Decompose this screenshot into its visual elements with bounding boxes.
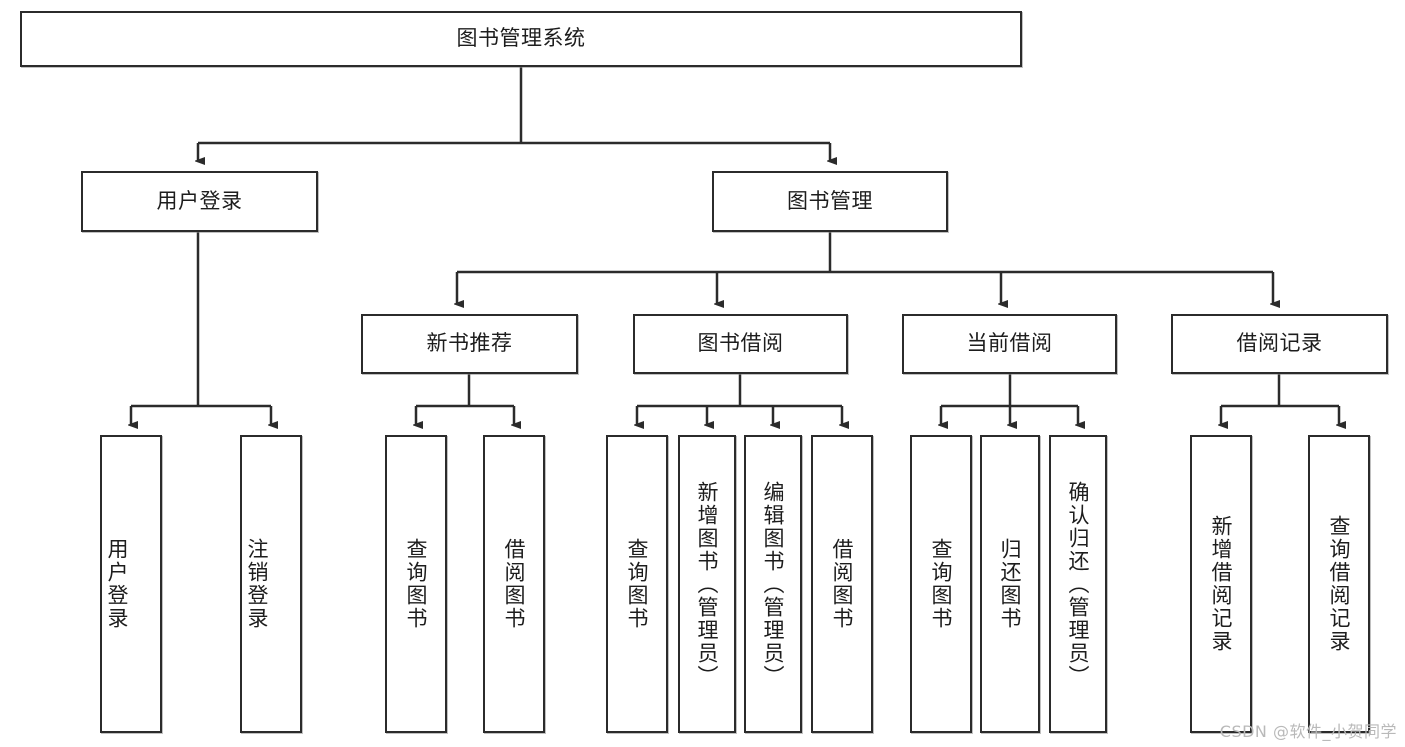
node-label: 用户登录: [156, 188, 243, 213]
node-book-borrow[interactable]: 图书借阅: [633, 314, 848, 374]
leaf-add-book[interactable]: 新增图书（管理员）: [678, 435, 736, 733]
node-book-manage[interactable]: 图书管理: [712, 171, 948, 232]
node-new-book-recommend[interactable]: 新书推荐: [361, 314, 578, 374]
node-label: 借阅图书: [502, 538, 526, 630]
node-label: 确认归还（管理员）: [1066, 480, 1090, 688]
node-label: 图书管理系统: [456, 26, 586, 51]
node-label: 新增图书（管理员）: [695, 480, 719, 688]
node-label: 图书借阅: [697, 331, 784, 356]
node-root-system[interactable]: 图书管理系统: [20, 11, 1022, 67]
node-label: 注销登录: [245, 538, 269, 630]
node-label: 编辑图书（管理员）: [761, 480, 785, 688]
node-label: 查询图书: [929, 538, 953, 630]
leaf-edit-book[interactable]: 编辑图书（管理员）: [744, 435, 802, 733]
leaf-query-book-1[interactable]: 查询图书: [385, 435, 447, 733]
node-label: 用户登录: [105, 538, 129, 630]
node-label: 查询图书: [625, 538, 649, 630]
node-label: 查询图书: [404, 538, 428, 630]
leaf-borrow-book-1[interactable]: 借阅图书: [483, 435, 545, 733]
node-label: 当前借阅: [966, 331, 1053, 356]
node-label: 新增借阅记录: [1209, 515, 1233, 653]
csdn-watermark: CSDN @软件_小贺同学: [1219, 722, 1397, 741]
node-label: 借阅记录: [1236, 331, 1323, 356]
leaf-add-record[interactable]: 新增借阅记录: [1190, 435, 1252, 733]
leaf-return-book[interactable]: 归还图书: [980, 435, 1040, 733]
node-label: 查询借阅记录: [1327, 515, 1351, 653]
node-current-borrow[interactable]: 当前借阅: [902, 314, 1117, 374]
leaf-query-book-2[interactable]: 查询图书: [606, 435, 668, 733]
node-label: 新书推荐: [426, 331, 513, 356]
node-label: 借阅图书: [830, 538, 854, 630]
leaf-user-logout[interactable]: 注销登录: [240, 435, 302, 733]
leaf-user-login[interactable]: 用户登录: [100, 435, 162, 733]
node-label: 图书管理: [787, 188, 873, 213]
node-user-login[interactable]: 用户登录: [81, 171, 318, 232]
leaf-borrow-book-2[interactable]: 借阅图书: [811, 435, 873, 733]
leaf-confirm-return[interactable]: 确认归还（管理员）: [1049, 435, 1107, 733]
node-borrow-record[interactable]: 借阅记录: [1171, 314, 1388, 374]
leaf-query-book-3[interactable]: 查询图书: [910, 435, 972, 733]
leaf-query-record[interactable]: 查询借阅记录: [1308, 435, 1370, 733]
node-label: 归还图书: [998, 538, 1022, 630]
